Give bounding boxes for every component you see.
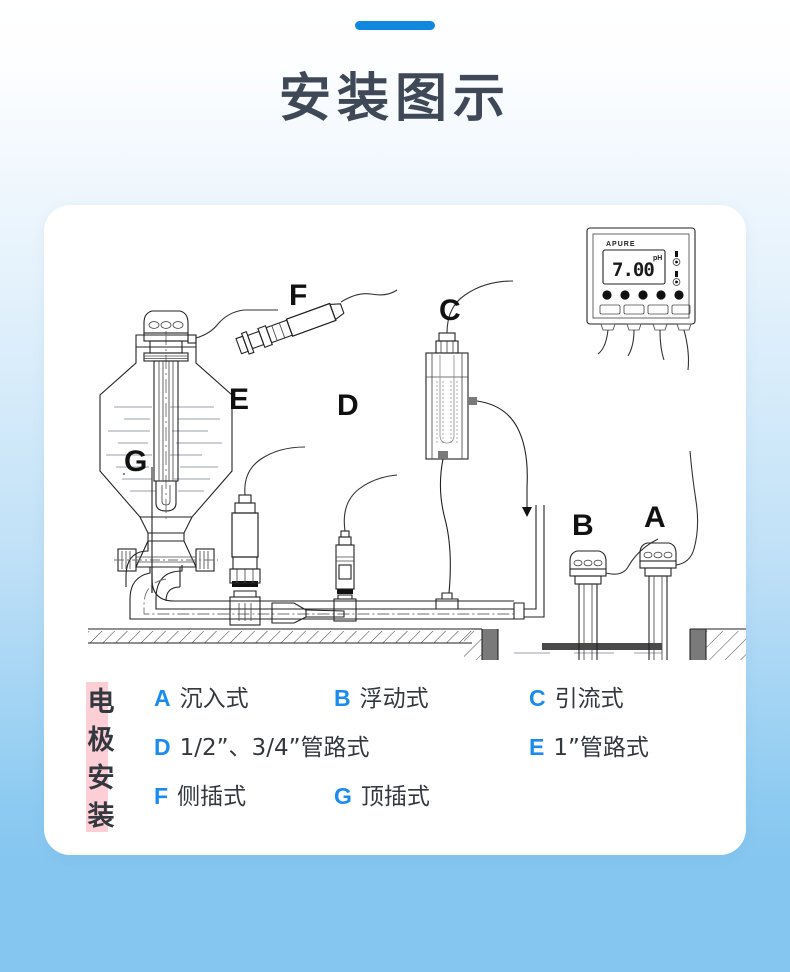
legend-vertical-char-2: 极 bbox=[87, 725, 115, 756]
legend-vertical-char-3: 安 bbox=[87, 763, 115, 794]
legend-key-e: E bbox=[529, 734, 545, 760]
sensor-d-inline-half-threequarter bbox=[333, 474, 398, 622]
ph-controller: APURE 7.00 pH bbox=[586, 227, 696, 371]
sensor-e-inline-1inch bbox=[229, 446, 306, 626]
controller-buttons[interactable] bbox=[599, 304, 691, 315]
flow-arrow bbox=[522, 487, 532, 517]
legend-item-a[interactable]: A 沉入式 bbox=[154, 680, 249, 717]
diagram-label-b: B bbox=[572, 509, 594, 542]
legend-item-g[interactable]: G 顶插式 bbox=[334, 778, 430, 815]
legend-item-c[interactable]: C 引流式 bbox=[529, 680, 624, 717]
controller-leds bbox=[602, 290, 684, 300]
legend-text-a: 沉入式 bbox=[179, 686, 249, 712]
legend-item-b[interactable]: B 浮动式 bbox=[334, 680, 429, 717]
pit-liquid-waves bbox=[514, 652, 662, 654]
diagram-label-a: A bbox=[644, 501, 666, 534]
diagram-label-d: D bbox=[337, 389, 359, 422]
tank-vessel bbox=[99, 331, 233, 593]
legend-row: F 侧插式 G 顶插式 bbox=[154, 778, 734, 827]
sensor-f-side-insert bbox=[235, 289, 398, 355]
legend-text-d: 1/2”、3/4”管路式 bbox=[179, 735, 370, 761]
pipe-reducer bbox=[271, 602, 345, 624]
collection-pit bbox=[464, 628, 746, 660]
legend-vertical-char-1: 电 bbox=[87, 687, 115, 718]
legend-item-f[interactable]: F 侧插式 bbox=[154, 778, 246, 815]
pipe-discharge bbox=[513, 505, 545, 620]
legend-key-a: A bbox=[154, 685, 171, 711]
legend-key-g: G bbox=[334, 783, 352, 809]
diagram-label-g: G bbox=[124, 445, 147, 478]
diagram-label-c: C bbox=[439, 294, 461, 327]
legend-text-f: 侧插式 bbox=[177, 784, 247, 810]
page-title: 安装图示 bbox=[278, 69, 511, 129]
installation-diagram: G F bbox=[88, 227, 746, 660]
legend-key-c: C bbox=[529, 685, 546, 711]
legend-vertical-label: 电 极 安 装 bbox=[84, 684, 118, 836]
controller-reading: 7.00 bbox=[612, 259, 654, 281]
legend-text-g: 顶插式 bbox=[360, 784, 430, 810]
controller-brand: APURE bbox=[606, 241, 636, 248]
legend-key-b: B bbox=[334, 685, 351, 711]
legend-rows: A 沉入式 B 浮动式 C 引流式 D 1/2”、3/4”管路式 E 1”管路式 bbox=[154, 680, 734, 827]
diagram-label-f: F bbox=[289, 279, 307, 312]
sensor-b-floating bbox=[542, 538, 662, 660]
legend-text-e: 1”管路式 bbox=[553, 735, 649, 761]
controller-indicators bbox=[672, 251, 681, 286]
legend-key-f: F bbox=[154, 783, 169, 809]
controller-unit: pH bbox=[653, 255, 662, 262]
title-accent-bar bbox=[355, 21, 435, 30]
legend-row: A 沉入式 B 浮动式 C 引流式 bbox=[154, 680, 734, 729]
legend-item-d[interactable]: D 1/2”、3/4”管路式 bbox=[154, 729, 370, 766]
legend-panel: 电 极 安 装 A 沉入式 B 浮动式 C 引流式 bbox=[44, 660, 746, 855]
sensor-g-top-insert bbox=[143, 309, 278, 512]
sensor-a-submersible bbox=[639, 450, 699, 660]
sensor-c-flow-chamber bbox=[425, 280, 528, 610]
controller-cable-glands bbox=[600, 323, 692, 331]
legend-vertical-char-4: 装 bbox=[87, 801, 115, 832]
ground-line bbox=[88, 628, 472, 644]
legend-item-e[interactable]: E 1”管路式 bbox=[529, 729, 649, 766]
legend-highlight-bar bbox=[86, 682, 108, 832]
diagram-label-e: E bbox=[229, 383, 249, 416]
diagram-card: G F bbox=[44, 205, 746, 855]
legend-row: D 1/2”、3/4”管路式 E 1”管路式 bbox=[154, 729, 734, 778]
legend-text-c: 引流式 bbox=[554, 686, 624, 712]
legend-text-b: 浮动式 bbox=[359, 686, 429, 712]
legend-key-d: D bbox=[154, 734, 171, 760]
process-pipe bbox=[123, 467, 514, 620]
